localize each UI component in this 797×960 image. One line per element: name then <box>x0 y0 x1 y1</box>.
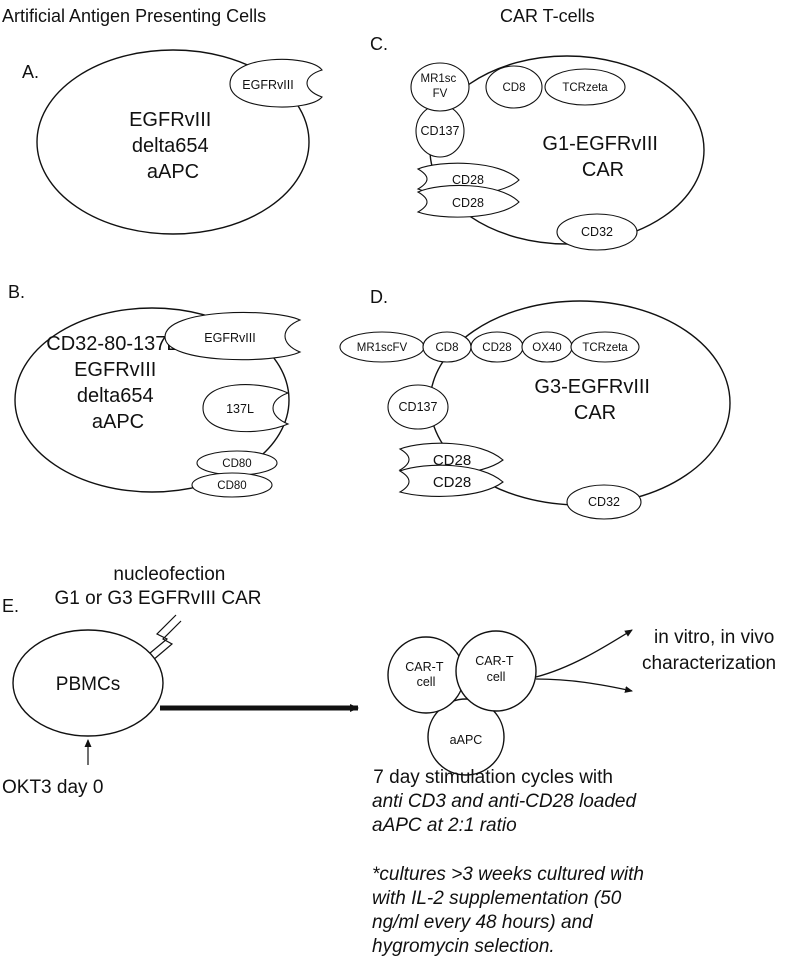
mr1scfv-label-d: MR1scFV <box>357 342 408 354</box>
heading-car-t: CAR T-cells <box>500 6 595 26</box>
panel-e: E. nucleofection G1 or G3 EGFRvIII CAR P… <box>2 564 780 957</box>
culture-note: *cultures >3 weeks cultured with with IL… <box>372 864 649 957</box>
outcome-arrow-up <box>535 629 633 678</box>
tcrzeta-domain-c <box>544 68 626 106</box>
cd32-label-d: CD32 <box>588 495 620 509</box>
heading-aapc: Artificial Antigen Presenting Cells <box>2 6 266 26</box>
cd28-b-label-c: CD28 <box>452 196 484 210</box>
aapc-a-label: EGFRvIII delta654 aAPC <box>129 109 217 183</box>
okt3-label: OKT3 day 0 <box>2 777 103 798</box>
panel-c: C. G1-EGFRvIII CAR CD137 MR1sc FV CD8 TC… <box>370 34 705 251</box>
cd28-chain-label-d: CD28 <box>482 342 511 354</box>
cd137-label-d: CD137 <box>399 400 438 414</box>
car-c-label: G1-EGFRvIII CAR <box>542 133 663 181</box>
cd137-label-c: CD137 <box>421 124 460 138</box>
cd80-b-label: CD80 <box>217 480 246 492</box>
outcome-label: in vitro, in vivo characterization <box>642 627 780 674</box>
cd80-a-label: CD80 <box>222 458 251 470</box>
cd137-domain-d <box>387 384 449 430</box>
tcrzeta-domain-d <box>570 331 640 363</box>
aapc-b-label: CD32-80-137L- EGFRvIII delta654 aAPC <box>46 333 189 433</box>
pbmc-cell <box>12 629 164 737</box>
lightning-icon-a <box>137 614 177 664</box>
nucleofection-label: nucleofection G1 or G3 EGFRvIII CAR <box>55 564 262 609</box>
panel-b: B. CD32-80-137L- EGFRvIII delta654 aAPC … <box>8 282 302 498</box>
panel-d: D. G3-EGFRvIII CAR CD137 MR1scFV CD8 CD2… <box>339 287 731 520</box>
pbmc-label: PBMCs <box>56 674 120 695</box>
mr1scfv-domain-c <box>410 62 470 112</box>
egfrviii-label-b: EGFRvIII <box>204 331 255 345</box>
panel-d-letter: D. <box>370 287 388 307</box>
cd28-b-d <box>398 464 504 497</box>
egfrviii-receptor-a <box>229 58 323 108</box>
panel-e-letter: E. <box>2 596 19 616</box>
outcome-arrow-down <box>535 678 633 693</box>
cd28-b-label-d: CD28 <box>433 474 471 491</box>
egfrviii-label-a: EGFRvIII <box>242 78 293 92</box>
panel-b-letter: B. <box>8 282 25 302</box>
car-t-cell-2-label: CAR-T cell <box>475 654 516 684</box>
car-t-cell-1-label: CAR-T cell <box>405 660 446 689</box>
lightning-icon-b <box>145 620 182 667</box>
car-t-cell-2 <box>455 630 537 712</box>
tcrzeta-label-d: TCRzeta <box>582 342 628 354</box>
mr1scfv-label-c: MR1sc FV <box>421 73 460 100</box>
egfrviii-receptor-b <box>164 311 302 361</box>
ox40-label-d: OX40 <box>532 342 561 354</box>
panel-a: A. EGFRvIII delta654 aAPC EGFRvIII <box>22 49 323 235</box>
cd8-label-c: CD8 <box>502 82 525 94</box>
aapc-small-label: aAPC <box>450 733 483 747</box>
cd28-b-c <box>416 184 520 218</box>
cd8-domain-c <box>485 65 543 109</box>
panel-a-letter: A. <box>22 62 39 82</box>
cd80-b <box>191 472 273 498</box>
cd28-a-label-c: CD28 <box>452 173 484 187</box>
cd8-label-d: CD8 <box>435 342 458 354</box>
cd32-label-c: CD32 <box>581 225 613 239</box>
car-d-label: G3-EGFRvIII CAR <box>534 376 655 424</box>
stimulation-note: 7 day stimulation cycles with anti CD3 a… <box>368 767 641 836</box>
panel-c-letter: C. <box>370 34 388 54</box>
tcrzeta-label-c: TCRzeta <box>562 82 608 94</box>
cd32-c <box>556 213 638 251</box>
cd137-ligand-label: 137L <box>226 402 254 416</box>
aapc-small-cell <box>427 698 505 776</box>
cd32-d <box>566 484 642 520</box>
cd137-ligand <box>202 384 290 433</box>
